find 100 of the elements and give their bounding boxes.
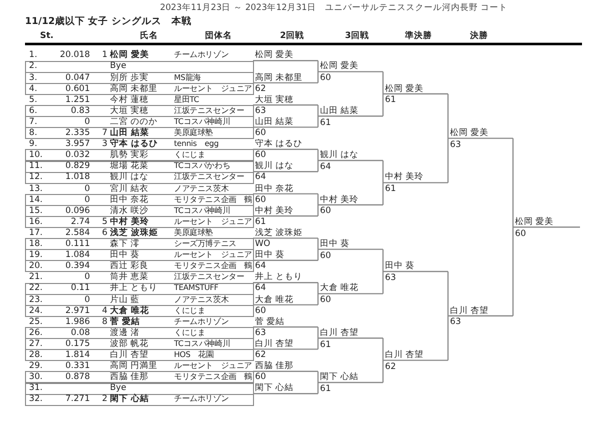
entry-number: 27.: [29, 338, 43, 349]
winner-name: 白川 杏望: [320, 328, 359, 338]
title: 11/12歳以下 女子 シングルス 本戦: [25, 17, 192, 27]
player-name: 清水 咲沙: [110, 206, 149, 216]
player-name: 宮川 結衣: [110, 184, 149, 194]
ranking-points: 0: [84, 116, 90, 127]
winner-name: 井上 ともり: [255, 272, 303, 282]
entry-number: 4.: [29, 84, 38, 94]
ranking-points: 1.084: [65, 250, 90, 260]
winner-name: 中村 美玲: [255, 206, 294, 216]
player-name: 守本 はるひ: [110, 139, 158, 150]
entry-number: 25.: [29, 316, 43, 327]
winner-name: 山田 結菜: [255, 116, 294, 127]
seed-number: 8: [102, 316, 108, 327]
winner-name: 田中 奈花: [255, 184, 294, 194]
player-name: 今村 蓮穂: [110, 94, 149, 105]
player-name: 閑下 心結: [110, 394, 149, 404]
winner-name: 松岡 愛美: [255, 50, 294, 60]
match-score: 60: [515, 228, 526, 239]
ranking-points: 0.601: [65, 84, 90, 94]
winner-name: 松岡 愛美: [320, 61, 359, 72]
entry-number: 18.: [29, 239, 43, 249]
entry-number: 28.: [29, 350, 43, 360]
player-name: 田中 葵: [110, 250, 140, 260]
player-name: 菅 愛結: [110, 316, 140, 327]
entry-number: 26.: [29, 328, 43, 338]
match-score: 62: [255, 84, 266, 94]
entry-number: 21.: [29, 272, 43, 282]
match-score: 63: [450, 317, 461, 328]
entry-number: 12.: [29, 172, 43, 182]
ranking-points: 1.814: [65, 350, 90, 360]
date-venue-line: 2023年11月23日 ～ 2023年12月31日 ユニバーサルテニススクール河内長野 コート: [160, 3, 508, 13]
match-score: 64: [255, 172, 266, 182]
match-score: 63: [450, 140, 461, 150]
entry-number: 9.: [29, 139, 38, 150]
winner-name: 観川 はな: [255, 161, 294, 172]
column-header: 3回戦: [345, 31, 369, 41]
entry-number: 10.: [29, 150, 43, 160]
ranking-points: 1.251: [65, 94, 90, 105]
seed-number: 4: [102, 306, 108, 316]
ranking-points: 0.047: [65, 72, 90, 82]
match-score: 63: [255, 328, 266, 338]
winner-name: 白川 杏望: [450, 306, 489, 316]
entry-number: 8.: [29, 128, 38, 138]
match-score: 61: [320, 384, 331, 394]
entry-number: 32.: [29, 394, 43, 404]
winner-name: 守本 はるひ: [255, 139, 303, 150]
match-score: 61: [385, 95, 396, 106]
entry-number: 7.: [29, 116, 38, 127]
match-score: 61: [320, 118, 331, 128]
entry-number: 29.: [29, 361, 43, 372]
winner-name: 白川 杏望: [385, 350, 424, 360]
entry-number: 1.: [29, 50, 38, 60]
entry-number: 11.: [29, 161, 43, 172]
match-score: 62: [385, 362, 396, 372]
player-name: 渡邊 渚: [110, 328, 140, 338]
winner-name: 観川 はな: [320, 150, 359, 160]
match-score: 61: [255, 216, 266, 227]
match-score: 60: [255, 194, 266, 205]
player-name: 高岡 未都里: [110, 84, 158, 94]
player-name: Bye: [110, 383, 126, 394]
entry-number: 30.: [29, 372, 43, 382]
column-header: St.: [40, 31, 54, 41]
ranking-points: 1.986: [65, 316, 90, 327]
entry-number: 19.: [29, 250, 43, 260]
match-score: 62: [255, 350, 266, 360]
ranking-points: 3.957: [65, 139, 90, 150]
player-name: 二宮 ののか: [110, 116, 158, 127]
player-name: 堀場 花菜: [110, 161, 149, 172]
player-name: Bye: [110, 61, 126, 72]
match-score: 60: [255, 128, 266, 138]
player-name: 田中 奈花: [110, 194, 149, 205]
entry-number: 2.: [29, 61, 38, 72]
winner-name: 中村 美玲: [320, 194, 359, 205]
ranking-points: 0.83: [70, 106, 90, 116]
ranking-points: 0: [84, 272, 90, 282]
ranking-points: 0: [84, 194, 90, 205]
ranking-points: 0.175: [65, 338, 90, 349]
column-header: 決勝: [470, 31, 488, 41]
winner-name: 山田 結菜: [320, 106, 359, 116]
ranking-points: 0: [84, 184, 90, 194]
winner-name: 大垣 実穂: [255, 94, 294, 105]
ranking-points: 0.394: [65, 261, 90, 272]
ranking-points: 7.271: [65, 394, 90, 404]
match-score: 64: [320, 162, 331, 172]
seed-number: 5: [102, 216, 108, 227]
ranking-points: 0.111: [65, 239, 90, 249]
winner-name: 高岡 未都里: [255, 72, 303, 82]
entry-number: 20.: [29, 261, 43, 272]
match-score: 64: [255, 261, 266, 272]
winner-name: 白川 杏望: [255, 338, 294, 349]
player-name: 松岡 愛美: [110, 50, 149, 60]
player-name: 高岡 円満里: [110, 361, 158, 372]
match-score: 60: [320, 250, 331, 261]
match-score: 60: [320, 73, 331, 84]
winner-name: 松岡 愛美: [450, 128, 489, 138]
match-score: WO: [255, 239, 270, 249]
match-score: 60: [320, 206, 331, 216]
entry-number: 22.: [29, 283, 43, 294]
winner-name: 西脇 佳那: [255, 361, 294, 372]
